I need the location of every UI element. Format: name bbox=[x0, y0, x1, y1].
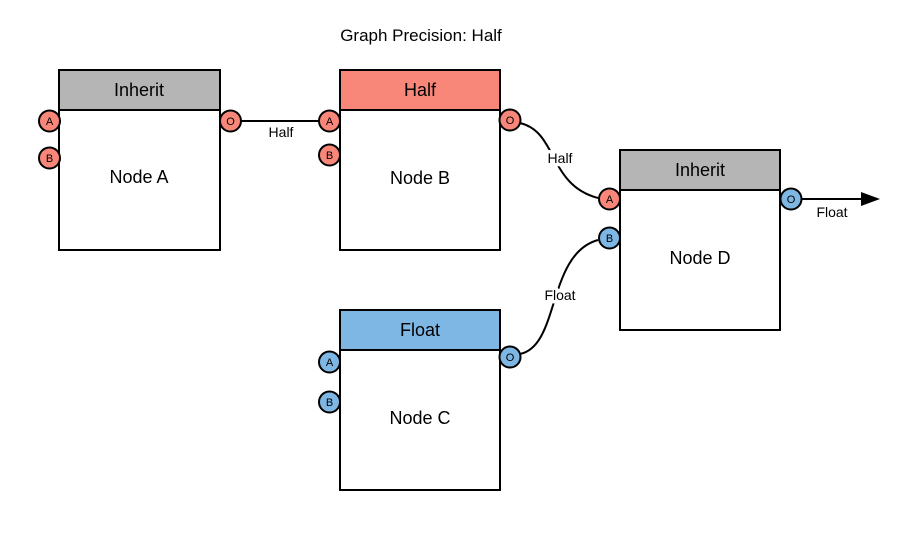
port-letter: O bbox=[226, 116, 235, 128]
port-letter: B bbox=[606, 233, 613, 245]
node-c-port-b: B bbox=[318, 390, 341, 414]
node-a-port-a: A bbox=[38, 109, 61, 133]
node-a: Inherit Node A A B O bbox=[38, 69, 242, 251]
node-a-name: Node A bbox=[109, 167, 168, 187]
node-a-precision-label: Inherit bbox=[114, 80, 164, 100]
diagram-title: Graph Precision: Half bbox=[340, 26, 502, 45]
port-circle bbox=[498, 345, 522, 369]
edges-layer: Half Half Float Float bbox=[241, 120, 880, 355]
node-d-precision-label: Inherit bbox=[675, 160, 725, 180]
node-d-port-b: B bbox=[598, 226, 621, 250]
port-circle bbox=[498, 108, 522, 132]
node-c-port-o: O bbox=[498, 345, 522, 369]
port-letter: A bbox=[606, 194, 614, 206]
node-b-header bbox=[339, 69, 501, 111]
node-d-port-a: A bbox=[598, 187, 621, 211]
node-a-port-o: O bbox=[219, 109, 242, 133]
port-circle bbox=[598, 226, 621, 250]
arrowhead-icon bbox=[861, 192, 880, 206]
edge-nodec-to-noded bbox=[519, 239, 599, 355]
node-d-port-o: O bbox=[779, 187, 803, 211]
node-c: Float Node C A B O bbox=[318, 309, 522, 491]
port-letter: A bbox=[326, 116, 334, 128]
port-circle bbox=[318, 350, 341, 374]
node-a-header bbox=[58, 69, 221, 111]
edge-label-half-bd: Half bbox=[548, 150, 573, 166]
port-letter: B bbox=[326, 150, 333, 162]
port-letter: O bbox=[506, 115, 515, 127]
node-b-port-b: B bbox=[318, 143, 341, 167]
node-b-port-o: O bbox=[498, 108, 522, 132]
port-circle bbox=[779, 187, 803, 211]
port-letter: A bbox=[326, 357, 334, 369]
port-letter: A bbox=[46, 116, 54, 128]
port-circle bbox=[219, 109, 242, 133]
edge-label-float-cd: Float bbox=[544, 287, 575, 303]
port-circle bbox=[318, 143, 341, 167]
node-d-name: Node D bbox=[669, 248, 730, 268]
node-a-port-b: B bbox=[38, 146, 61, 170]
node-d: Inherit Node D A B O bbox=[598, 149, 803, 331]
edge-label-half-ab: Half bbox=[269, 124, 294, 140]
node-c-header bbox=[339, 309, 501, 351]
node-c-port-a: A bbox=[318, 350, 341, 374]
port-circle bbox=[38, 146, 61, 170]
node-b-port-a: A bbox=[318, 109, 341, 133]
port-circle bbox=[38, 109, 61, 133]
node-c-precision-label: Float bbox=[400, 320, 440, 340]
edge-nodeb-to-noded bbox=[519, 122, 599, 199]
port-letter: O bbox=[787, 194, 796, 206]
port-letter: O bbox=[506, 352, 515, 364]
port-letter: B bbox=[326, 397, 333, 409]
node-d-header bbox=[619, 149, 781, 191]
port-circle bbox=[318, 109, 341, 133]
node-b-name: Node B bbox=[390, 168, 450, 188]
node-b-precision-label: Half bbox=[404, 80, 437, 100]
node-c-name: Node C bbox=[389, 408, 450, 428]
node-b: Half Node B A B O bbox=[318, 69, 522, 251]
port-circle bbox=[598, 187, 621, 211]
port-circle bbox=[318, 390, 341, 414]
port-letter: B bbox=[46, 153, 53, 165]
edge-label-float-output: Float bbox=[816, 204, 847, 220]
